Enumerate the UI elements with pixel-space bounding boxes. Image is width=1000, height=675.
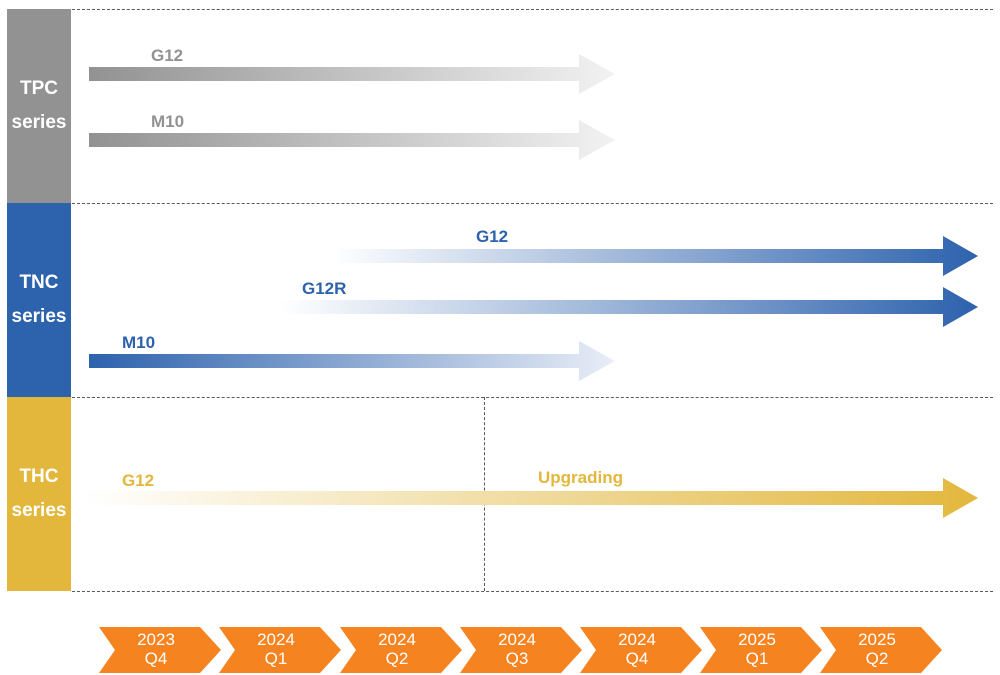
series-label-tpc-line2: series — [11, 112, 67, 133]
timeline-chevron-2025-q2: 2025 Q2 — [820, 627, 942, 673]
timeline-year: 2024 — [378, 630, 416, 649]
series-label-tnc: TNC series — [7, 203, 71, 397]
series-label-tnc-line1: TNC — [19, 272, 59, 293]
timeline-year: 2025 — [738, 630, 776, 649]
timeline-year: 2024 — [618, 630, 656, 649]
timeline-quarter: Q4 — [144, 649, 168, 668]
timeline-chevron-2025-q1: 2025 Q1 — [700, 627, 822, 673]
arrow-tnc-g12 — [333, 236, 979, 276]
timeline-chevron-2024-q4: 2024 Q4 — [580, 627, 702, 673]
timeline-quarter: Q4 — [625, 649, 649, 668]
arrow-label-tpc-g12: G12 — [151, 46, 184, 65]
arrow-label-tnc-g12r: G12R — [302, 279, 347, 298]
arrow-tnc-m10 — [89, 341, 617, 381]
divider-bottom — [72, 591, 993, 592]
timeline-chevron-2023-q4: 2023 Q4 — [99, 627, 221, 673]
divider-tnc-thc — [72, 397, 993, 398]
timeline-year: 2024 — [498, 630, 536, 649]
divider-tpc-tnc — [72, 203, 993, 204]
arrow-tpc-g12 — [89, 54, 617, 94]
arrow-thc-g12 — [83, 478, 979, 518]
arrow-tpc-m10 — [89, 120, 617, 160]
series-label-thc-line2: series — [11, 500, 67, 521]
arrow-label-thc-upgrading: Upgrading — [538, 468, 623, 487]
arrow-label-tpc-m10: M10 — [151, 112, 185, 131]
series-label-tnc-line2: series — [11, 306, 67, 327]
timeline-year: 2025 — [858, 630, 896, 649]
timeline-chevron-2024-q1: 2024 Q1 — [219, 627, 341, 673]
arrow-tnc-g12r — [281, 287, 979, 327]
series-label-tpc-line1: TPC — [19, 78, 58, 99]
arrow-label-tnc-m10: M10 — [122, 333, 156, 352]
series-label-thc-line1: THC — [19, 466, 59, 487]
timeline-quarter: Q2 — [385, 649, 409, 668]
timeline-quarter: Q1 — [745, 649, 769, 668]
timeline-quarter: Q2 — [865, 649, 889, 668]
timeline-year: 2024 — [257, 630, 295, 649]
timeline-chevron-2024-q2: 2024 Q2 — [340, 627, 462, 673]
timeline-year: 2023 — [137, 630, 175, 649]
series-label-tpc: TPC series — [7, 9, 71, 203]
timeline-quarter: Q3 — [505, 649, 529, 668]
timeline-chevron-2024-q3: 2024 Q3 — [460, 627, 582, 673]
arrow-label-thc-g12: G12 — [122, 471, 155, 490]
timeline-quarter: Q1 — [264, 649, 288, 668]
arrow-label-tnc-g12: G12 — [476, 227, 509, 246]
series-label-thc: THC series — [7, 397, 71, 591]
divider-top — [72, 9, 993, 10]
